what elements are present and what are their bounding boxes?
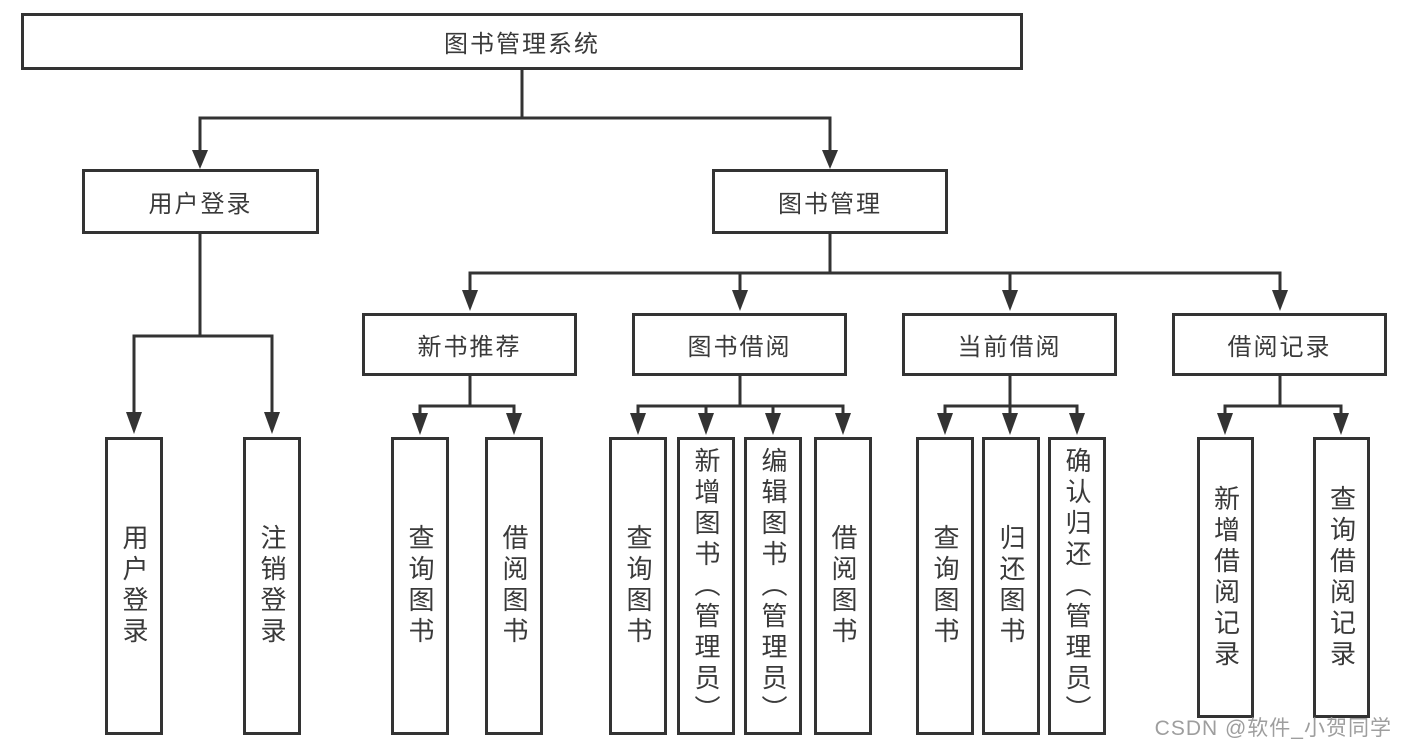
node-book-management-label: 图书管理 — [778, 191, 882, 218]
node-root-label: 图书管理系统 — [444, 31, 600, 58]
csdn-watermark: CSDN @软件_小贺同学 — [1154, 717, 1392, 740]
leaf-recommend-borrow-books: 借阅图书 — [485, 437, 543, 735]
leaf-borrowing-borrow-books: 借阅图书 — [814, 437, 872, 735]
leaf-current-query-books: 查询图书 — [916, 437, 974, 735]
leaf-borrowing-add-books-label: 新增图书（管理员） — [691, 446, 721, 726]
leaf-borrowing-edit-books: 编辑图书（管理员） — [744, 437, 802, 735]
leaf-current-return-books-label: 归还图书 — [996, 524, 1026, 648]
node-book-borrowing: 图书借阅 — [632, 313, 847, 376]
node-root: 图书管理系统 — [21, 13, 1023, 70]
node-new-book-recommend-label: 新书推荐 — [417, 334, 522, 361]
leaf-recommend-query-books-label: 查询图书 — [405, 524, 435, 648]
node-user-login-label: 用户登录 — [148, 191, 253, 218]
node-borrowing-records-label: 借阅记录 — [1227, 334, 1332, 361]
leaf-recommend-borrow-books-label: 借阅图书 — [499, 524, 529, 648]
leaf-records-query-record-label: 查询借阅记录 — [1326, 484, 1357, 671]
leaf-borrowing-add-books: 新增图书（管理员） — [677, 437, 735, 735]
leaf-current-query-books-label: 查询图书 — [930, 524, 960, 648]
leaf-records-add-record-label: 新增借阅记录 — [1210, 484, 1241, 671]
leaf-logout-label: 注销登录 — [257, 524, 287, 648]
leaf-records-query-record: 查询借阅记录 — [1313, 437, 1370, 718]
node-book-borrowing-label: 图书借阅 — [687, 334, 792, 361]
node-user-login: 用户登录 — [82, 169, 319, 234]
node-new-book-recommend: 新书推荐 — [362, 313, 577, 376]
leaf-logout: 注销登录 — [243, 437, 301, 735]
node-borrowing-records: 借阅记录 — [1172, 313, 1387, 376]
leaf-user-login: 用户登录 — [105, 437, 163, 735]
leaf-borrowing-borrow-books-label: 借阅图书 — [828, 524, 858, 648]
leaf-current-confirm-return-label: 确认归还（管理员） — [1062, 446, 1092, 726]
leaf-recommend-query-books: 查询图书 — [391, 437, 449, 735]
node-book-management: 图书管理 — [712, 169, 948, 234]
leaf-borrowing-edit-books-label: 编辑图书（管理员） — [758, 446, 788, 726]
leaf-records-add-record: 新增借阅记录 — [1197, 437, 1254, 718]
leaf-borrowing-query-books-label: 查询图书 — [623, 524, 653, 648]
leaf-current-return-books: 归还图书 — [982, 437, 1040, 735]
node-current-borrowing-label: 当前借阅 — [957, 334, 1062, 361]
leaf-user-login-label: 用户登录 — [119, 524, 149, 648]
leaf-borrowing-query-books: 查询图书 — [609, 437, 667, 735]
node-current-borrowing: 当前借阅 — [902, 313, 1117, 376]
leaf-current-confirm-return: 确认归还（管理员） — [1048, 437, 1106, 735]
